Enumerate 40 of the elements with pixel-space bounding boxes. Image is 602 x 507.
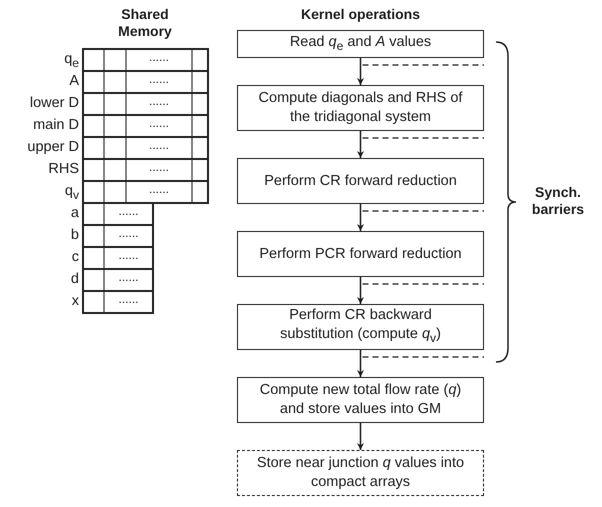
row-label: RHS [47,161,79,177]
arrow [357,423,364,450]
ellipsis-cell-text: ...... [148,50,170,64]
ellipsis-cell-text: ...... [148,138,170,152]
section-heading: Shared Memory [117,6,173,40]
row-label: c [70,249,79,265]
process-box: Perform CR backward substitution (compute q$_{v}$) [237,304,484,350]
ellipsis-cell-text: ...... [148,182,170,196]
arrow [357,277,364,304]
arrow [357,58,364,85]
process-box: Perform PCR forward reduction [237,231,484,277]
arrow [357,204,364,231]
row-label: q$_{e}$ [63,51,79,70]
ellipsis-cell-text: ...... [148,72,170,86]
process-box: Compute new total flow rate (q) and store values into GM [237,377,484,423]
row-label: b [70,227,79,243]
ellipsis-cell-text: ...... [148,160,170,174]
row-label: upper D [26,139,79,155]
row-label: a [70,205,79,221]
row-label: lower D [28,95,79,111]
row-label: q$_{v}$ [64,183,79,202]
section-heading: Kernel operations [300,6,422,23]
process-box: Compute diagonals and RHS of the tridiagonal system [237,85,484,131]
arrow [357,131,364,158]
row-label: main D [32,117,79,133]
ellipsis-cell-text: ...... [117,226,140,240]
process-box: Perform CR forward reduction [237,158,484,204]
annotation-label: Synch. barriers [530,184,586,218]
row-label: x [70,293,79,309]
ellipsis-cell-text: ...... [148,116,170,130]
ellipsis-cell-text: ...... [117,204,140,218]
process-box: Read q$_{e}$ and A values [237,30,484,58]
arrow [357,350,364,377]
ellipsis-cell-text: ...... [117,248,140,262]
ellipsis-cell-text: ...... [148,94,170,108]
ellipsis-cell-text: ...... [117,292,140,306]
row-label: d [70,271,79,287]
ellipsis-cell-text: ...... [117,270,140,284]
row-label: A [68,73,79,89]
optional-process-box: Store near junction q values into compact arrays [237,450,484,496]
